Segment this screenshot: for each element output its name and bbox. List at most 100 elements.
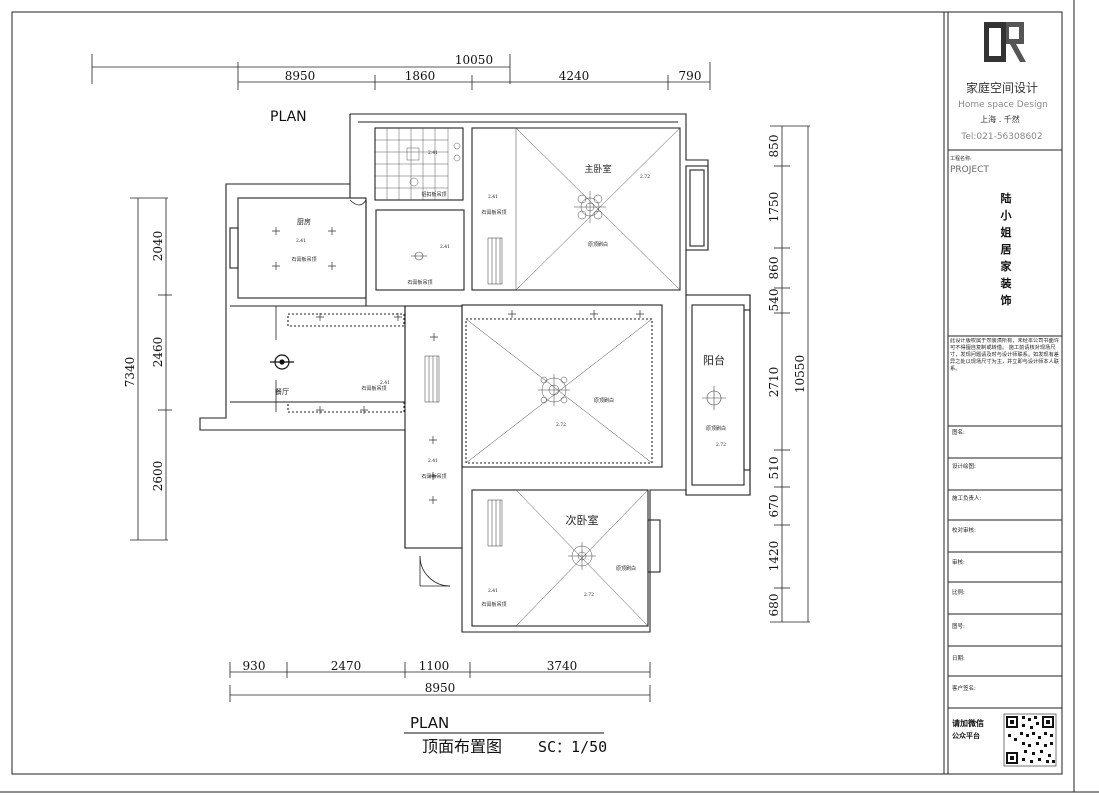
doors	[275, 199, 451, 587]
title-rows: 图名: 设计绘图: 施工负责人: 校对审核: 审核: 比例: 图号: 日期: 客…	[952, 428, 982, 692]
kitchen-grid	[375, 128, 461, 200]
row-label-3: 校对审核:	[952, 526, 976, 534]
note-master-ceiling: 原顶刷白	[588, 241, 608, 248]
dim-bottom-overall: 8950	[425, 681, 456, 695]
dim-right-seg-1: 1750	[767, 192, 781, 223]
dim-right-overall: 10550	[793, 355, 807, 393]
dim-right-seg-4: 2710	[767, 367, 781, 398]
note-kitchen-ceiling: 铝扣板吊顶	[421, 191, 446, 198]
drawing-scale: SC：1/50	[538, 738, 607, 756]
row-label-2: 施工负责人:	[952, 494, 982, 502]
row-label-8: 客户签名:	[952, 684, 976, 692]
room-label-master: 主卧室	[584, 163, 611, 175]
elev-corridor: 2.41	[428, 458, 438, 464]
note-second-ceiling: 原顶刷白	[616, 565, 636, 572]
row-label-0: 图名:	[952, 428, 965, 436]
dim-left-overall: 7340	[123, 357, 137, 388]
elev-living: 2.72	[556, 422, 566, 428]
note-balcony-ceiling: 原顶刷白	[706, 425, 726, 432]
row-label-4: 审核:	[952, 558, 965, 566]
dim-right-seg-3: 540	[767, 289, 781, 312]
dim-bottom-seg-2: 1100	[419, 659, 450, 673]
walls	[199, 113, 751, 633]
project-char-4: 家	[1001, 259, 1013, 273]
dim-bottom-seg-3: 3740	[547, 659, 578, 673]
room-label-study: 厨房	[297, 217, 311, 226]
project-char-1: 小	[1000, 208, 1012, 222]
project-label-cn: 工程名称:	[950, 155, 972, 162]
ceiling-notes: 原顶刷白 原顶刷白 原顶刷白 原顶刷白 石膏板吊顶 石膏板吊顶 石膏板吊顶 石膏…	[291, 191, 726, 608]
dim-left-seg-1: 2460	[151, 337, 165, 368]
vent-grilles	[424, 237, 503, 547]
dim-top-seg-0: 8950	[285, 69, 316, 83]
project-char-6: 饰	[1001, 293, 1012, 307]
note-hall-ceiling: 石膏板吊顶	[361, 385, 386, 392]
project-char-5: 装	[1000, 276, 1012, 290]
balcony-lamp	[702, 386, 726, 410]
dimension-top	[91, 54, 711, 90]
elev-dining: 2.41	[380, 380, 390, 386]
dimension-left	[130, 197, 172, 541]
hall-lamp	[411, 251, 427, 261]
project-char-3: 居	[1001, 243, 1012, 256]
wechat-qr-code	[1003, 713, 1057, 767]
project-label-en: PROJECT	[950, 165, 989, 175]
plan-label-top: PLAN	[270, 109, 307, 125]
dim-right-seg-7: 1420	[767, 541, 781, 572]
living-ceiling-lines	[465, 318, 653, 464]
dim-right-seg-8: 680	[767, 594, 781, 617]
room-label-dining: 餐厅	[275, 387, 289, 396]
wechat-line-2: 公众平台	[952, 731, 980, 740]
elev-second: 2.72	[584, 592, 594, 598]
row-label-6: 图号:	[952, 622, 965, 630]
note-gypsum-2: 石膏板吊顶	[481, 601, 506, 608]
company-tel: Tel:021-56308602	[960, 132, 1042, 142]
dimension-bottom	[229, 662, 651, 702]
downlights	[272, 227, 644, 504]
dim-bottom-seg-0: 930	[243, 659, 266, 673]
elev-study: 2.41	[296, 238, 306, 244]
dim-right-seg-2: 860	[767, 257, 781, 280]
dim-left-seg-2: 2600	[151, 461, 165, 492]
dimension-right	[770, 125, 810, 623]
dim-right-seg-6: 670	[767, 495, 781, 518]
room-label-balcony: 阳台	[703, 353, 725, 367]
elev-g1: 2.41	[488, 194, 498, 200]
dim-top-seg-1: 1860	[405, 69, 436, 83]
wechat-line-1: 请加微信	[952, 718, 984, 728]
sheet-border	[11, 11, 1063, 775]
note-gypsum-4: 石膏板吊顶	[291, 256, 316, 263]
row-label-1: 设计绘图:	[952, 462, 976, 470]
note-living-ceiling: 原顶刷白	[594, 397, 614, 404]
note-gypsum-1: 石膏板吊顶	[481, 209, 506, 216]
company-name-cn: 家庭空间设计	[966, 80, 1038, 95]
master-ceiling-lines	[515, 127, 681, 291]
note-gypsum-3: 石膏板吊顶	[421, 473, 446, 480]
second-ceiling-lines	[515, 489, 649, 627]
title-block	[943, 12, 1062, 774]
dining-lamp	[270, 354, 294, 370]
project-char-2: 姐	[1001, 225, 1012, 239]
room-label-second: 次卧室	[566, 513, 599, 527]
dim-top-overall: 10050	[455, 53, 493, 67]
row-label-5: 比例:	[952, 588, 965, 596]
dim-right-seg-5: 510	[767, 457, 781, 480]
elev-kitchen: 2.41	[428, 150, 438, 156]
elev-hall: 2.41	[440, 244, 450, 250]
note-study-ceiling: 石膏板吊顶	[407, 279, 432, 286]
plan-label-bottom: PLAN	[410, 714, 449, 732]
row-label-7: 日期:	[952, 655, 965, 662]
company-name-en: Home space Design	[958, 100, 1048, 110]
dim-left-seg-0: 2040	[151, 231, 165, 262]
project-char-0: 陆	[1001, 191, 1012, 205]
elev-balcony: 2.72	[716, 442, 726, 448]
copyright-notice: 此设计版权属于然装潢所有，未经本公司书面许可不得擅自复制或转借。 施工前请核对现…	[950, 338, 1059, 372]
elev-master: 2.72	[640, 174, 650, 180]
company-location: 上海 . 千然	[980, 114, 1020, 124]
dim-bottom-seg-1: 2470	[331, 659, 362, 673]
dim-top-seg-2: 4240	[559, 69, 590, 83]
dim-top-seg-3: 790	[679, 69, 702, 83]
drawing-title: 顶面布置图	[422, 737, 502, 756]
company-logo	[984, 22, 1026, 62]
